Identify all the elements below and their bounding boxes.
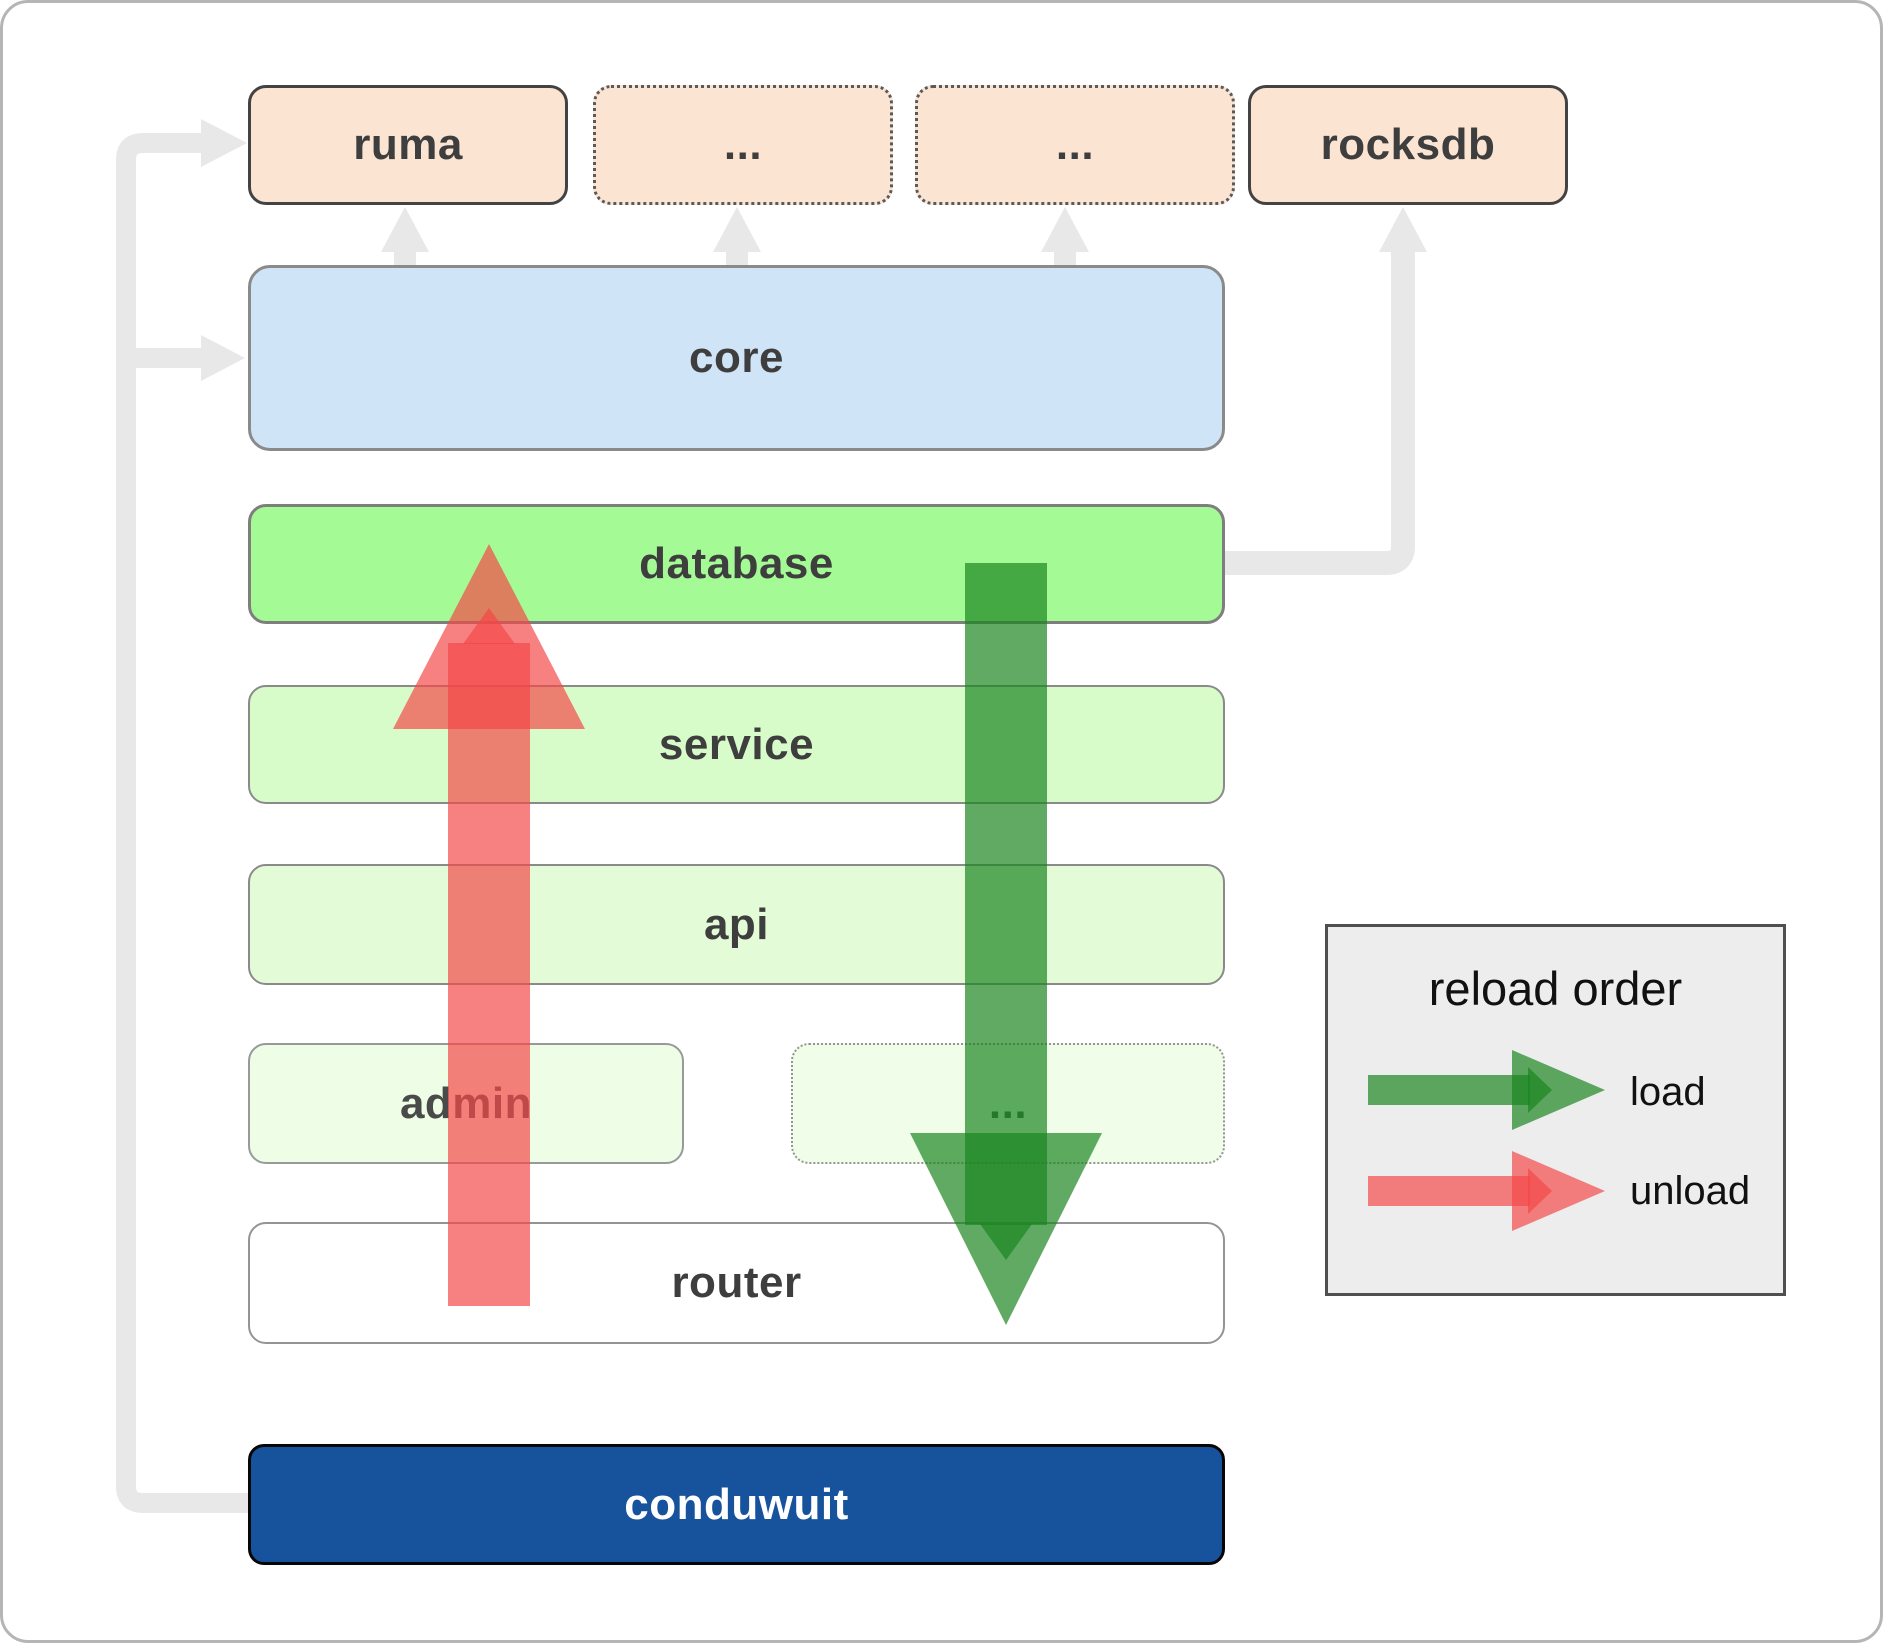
node-ellipsis-admin-row: ... [791, 1043, 1225, 1164]
node-database: database [248, 504, 1225, 624]
legend-title: reload order [1428, 962, 1683, 1015]
node-core: core [248, 265, 1225, 451]
connector-layer [116, 119, 1427, 1513]
connector-core-to-ellipsis-2-arrow [1041, 207, 1089, 266]
node-ellipsis-top-2: ... [915, 85, 1235, 205]
connector-conduwuit-to-ruma-arrow [116, 119, 249, 1513]
node-service: service [248, 685, 1225, 804]
legend-unload-label: unload [1630, 1169, 1751, 1213]
flow-arrow-layer [393, 544, 1102, 1325]
node-ellipsis-top-1: ... [593, 85, 893, 205]
connector-core-to-ruma-arrow [381, 207, 429, 266]
node-ruma: ruma [248, 85, 568, 205]
node-conduwuit: conduwuit [248, 1444, 1225, 1565]
node-admin: admin [248, 1043, 684, 1164]
connector-database-to-rocksdb-arrow [1224, 207, 1427, 575]
connector-core-to-ellipsis-1-arrow [713, 207, 761, 266]
connector-conduwuit-to-core-arrow [126, 335, 245, 381]
legend-load-label: load [1630, 1070, 1706, 1114]
legend-load-arrow-icon [1368, 1050, 1605, 1130]
node-api: api [248, 864, 1225, 985]
legend-unload-arrow-icon [1368, 1151, 1605, 1231]
legend: reload order load unload [1325, 924, 1786, 1296]
node-router: router [248, 1222, 1225, 1344]
node-rocksdb: rocksdb [1248, 85, 1568, 205]
